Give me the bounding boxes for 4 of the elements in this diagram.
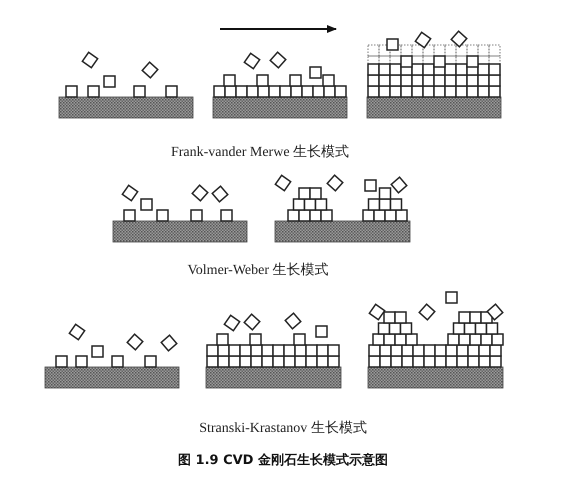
growth-mode-label: Volmer-Weber 生长模式 — [187, 262, 329, 279]
figure-caption: 图 1.9 CVD 金刚石生长模式示意图 — [178, 452, 388, 469]
growth-mode-label: Frank-vander Merwe 生长模式 — [170, 144, 350, 161]
growth-mode-label: Stranski-Krastanov 生长模式 — [199, 420, 367, 437]
